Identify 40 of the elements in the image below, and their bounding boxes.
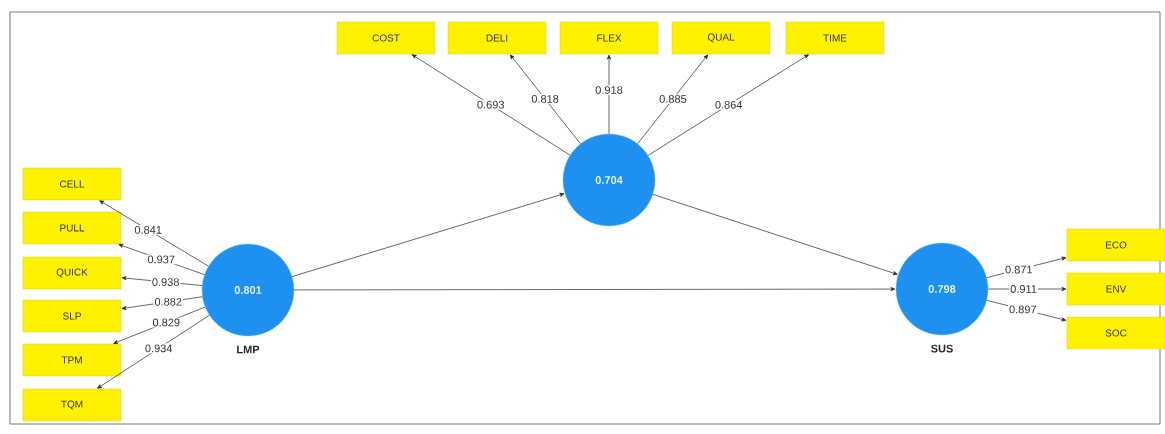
indicator-box: DELI: [447, 21, 547, 55]
edge-label: 0.864: [713, 99, 744, 110]
edge-label: 0.938: [150, 277, 181, 287]
edge-label: 0.911: [1009, 284, 1038, 294]
arrow: [606, 54, 612, 135]
edge-label: 0.818: [530, 94, 560, 104]
edge-label: 0.918: [594, 85, 624, 95]
indicator-box: QUICK: [22, 256, 122, 290]
edge-label: 0.897: [1008, 304, 1038, 315]
arrow: [652, 194, 898, 276]
arrow: [509, 54, 581, 145]
arrow: [411, 54, 571, 156]
indicator-box: SOC: [1066, 316, 1165, 350]
edge-label: 0.841: [133, 225, 163, 235]
edge-label: 0.693: [475, 99, 506, 110]
node-label: SUS: [931, 344, 953, 353]
indicator-box: SLP: [22, 299, 122, 333]
indicator-box: TPM: [22, 343, 122, 377]
arrow: [647, 54, 809, 156]
node-label: LMP: [237, 345, 260, 354]
edge-label: 0.885: [658, 94, 688, 104]
indicator-box: PULL: [22, 211, 122, 245]
indicator-box: FLEX: [559, 21, 659, 55]
arrow: [293, 287, 896, 292]
arrow: [637, 54, 709, 145]
indicator-box: QUAL: [671, 21, 771, 55]
edge-label: 0.934: [143, 343, 174, 354]
arrow: [97, 314, 210, 389]
indicator-box: TQM: [22, 388, 122, 422]
indicator-box: CELL: [22, 167, 122, 201]
edge-label: 0.882: [153, 296, 183, 307]
indicator-box: TIME: [785, 21, 885, 55]
indicator-box: COST: [336, 21, 436, 55]
indicator-box: ENV: [1066, 272, 1165, 306]
indicator-box: ECO: [1066, 228, 1165, 262]
arrow: [99, 200, 209, 267]
edge-label: 0.829: [151, 317, 182, 328]
arrow: [291, 192, 565, 277]
edge-label: 0.937: [146, 254, 176, 265]
edge-label: 0.871: [1004, 264, 1034, 275]
